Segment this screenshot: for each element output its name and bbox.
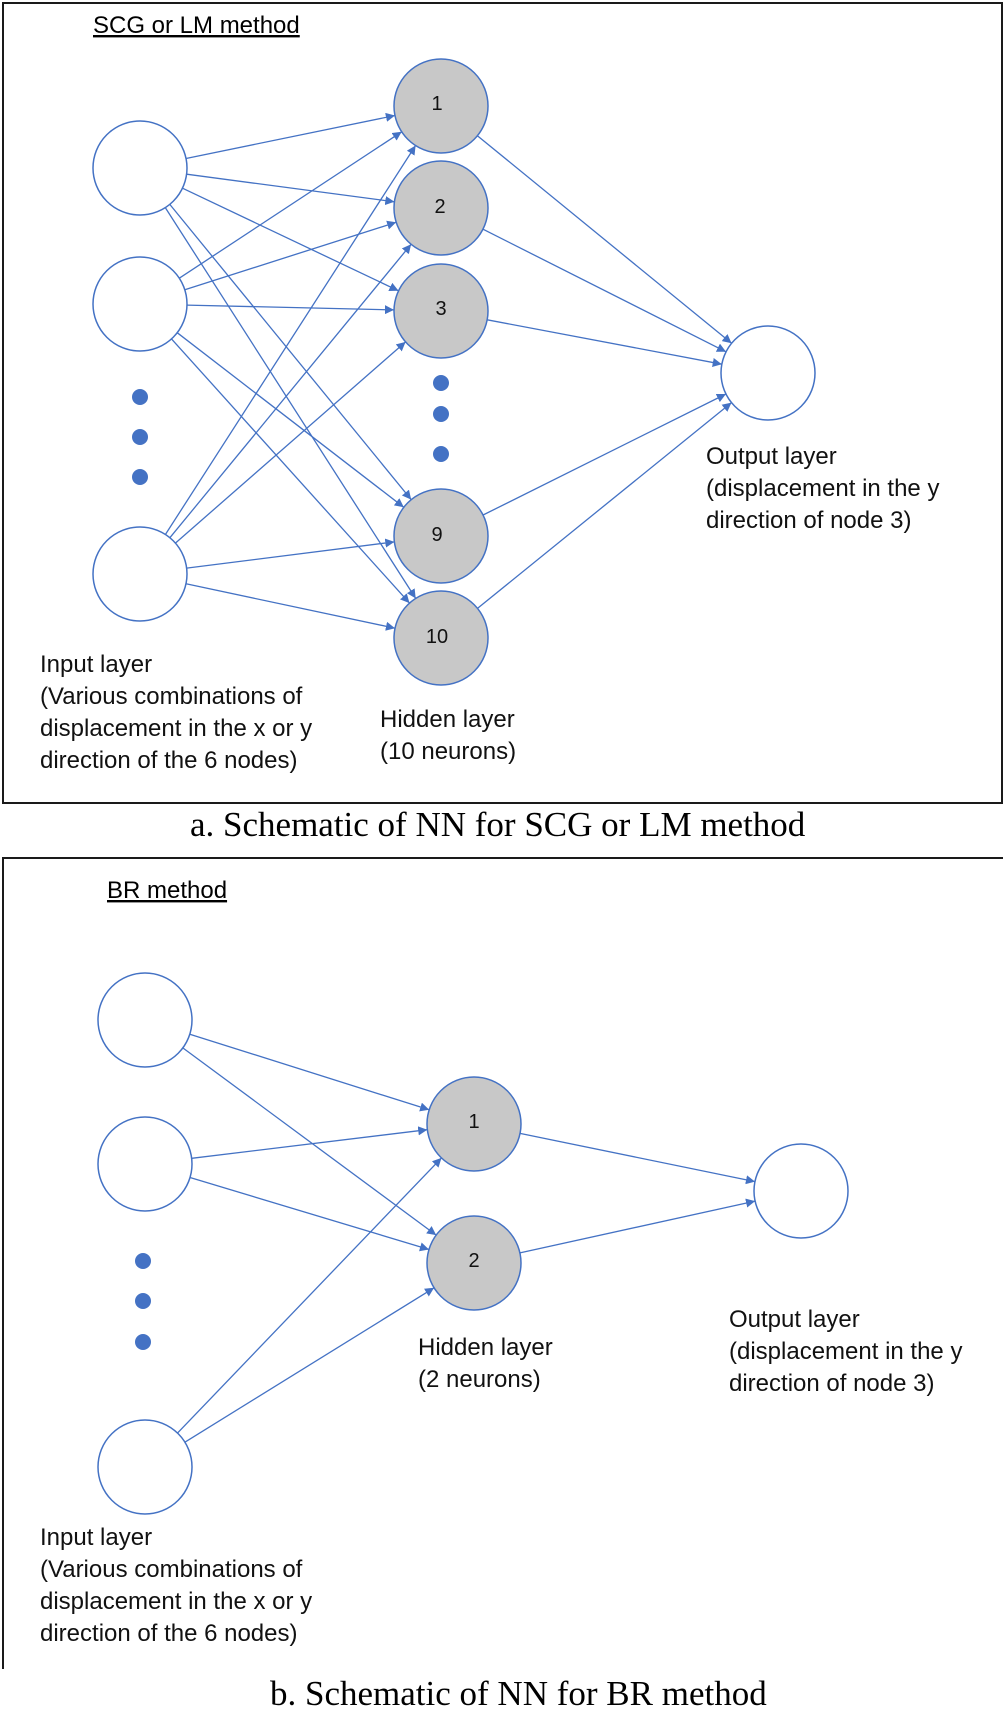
hidden-node-1 — [393, 58, 489, 154]
connection-edge — [476, 135, 733, 344]
input-layer-label: Input layer (Various combinations of dis… — [40, 1524, 319, 1647]
hidden-node-label: 2 — [468, 1250, 479, 1272]
ellipsis-dot — [433, 375, 449, 391]
connection-edge — [519, 1132, 756, 1185]
input-node — [97, 1116, 193, 1212]
hidden-node-label: 3 — [435, 298, 446, 320]
connection-edge — [184, 1287, 435, 1443]
panel-b-frame — [2, 857, 1003, 1669]
connection-edge — [189, 1033, 430, 1112]
ellipsis-dot — [132, 429, 148, 445]
connection-edge — [477, 402, 732, 609]
connection-edge — [191, 1126, 428, 1159]
input-layer-label: Input layer (Various combinations of dis… — [40, 651, 319, 774]
ellipsis-dot — [132, 389, 148, 405]
ellipsis-dot — [135, 1334, 151, 1350]
output-layer-label: Output layer (displacement in the y dire… — [729, 1306, 969, 1397]
connection-edge — [182, 187, 399, 292]
hidden-node-label: 9 — [431, 524, 442, 546]
connection-edge — [185, 583, 396, 631]
connection-edge — [186, 538, 395, 569]
hidden-node-label: 1 — [431, 93, 442, 115]
connection-edge — [176, 332, 405, 508]
connection-edge — [186, 304, 395, 315]
panel-a-caption: a. Schematic of NN for SCG or LM method — [190, 805, 806, 844]
input-node — [92, 120, 188, 216]
connection-edge — [184, 220, 397, 291]
ellipsis-dot — [433, 406, 449, 422]
connection-edge — [186, 173, 395, 206]
panel-a-frame — [2, 2, 1003, 804]
hidden-node-label: 10 — [426, 626, 448, 648]
ellipsis-dot — [135, 1293, 151, 1309]
output-node — [753, 1143, 849, 1239]
connection-edge — [169, 203, 412, 501]
hidden-layer-label: Hidden layer (2 neurons) — [418, 1334, 559, 1393]
panel-b-edges — [177, 1033, 756, 1443]
hidden-layer-label: Hidden layer (10 neurons) — [380, 706, 521, 765]
input-node — [97, 1419, 193, 1515]
connection-edge — [164, 207, 417, 599]
connection-edge — [185, 112, 396, 160]
connection-edge — [482, 228, 727, 353]
panel-b-caption: b. Schematic of NN for BR method — [270, 1674, 767, 1713]
hidden-node-2 — [426, 1215, 522, 1311]
ellipsis-dot — [433, 446, 449, 462]
hidden-node-label: 2 — [434, 196, 445, 218]
connection-edge — [171, 338, 410, 604]
connection-edge — [189, 1176, 430, 1252]
hidden-node-1 — [426, 1076, 522, 1172]
input-node — [92, 526, 188, 622]
input-node — [92, 256, 188, 352]
ellipsis-dot — [132, 469, 148, 485]
connection-edge — [487, 319, 722, 367]
connection-edge — [164, 145, 417, 535]
hidden-node-label: 1 — [468, 1111, 479, 1133]
panel-a-title: SCG or LM method — [93, 12, 300, 39]
connection-edge — [178, 131, 403, 279]
input-node — [97, 972, 193, 1068]
output-layer-label: Output layer (displacement in the y dire… — [706, 443, 946, 534]
connection-edge — [169, 243, 412, 539]
hidden-node-10 — [393, 590, 489, 686]
connection-edge — [174, 341, 407, 544]
hidden-node-2 — [393, 160, 489, 256]
panel-a-diagram: SCG or LM method 1 2 3 9 10 Input layer … — [40, 12, 946, 774]
hidden-node-3 — [393, 263, 489, 359]
panel-a-edges — [164, 112, 733, 631]
connection-edge — [182, 1047, 437, 1236]
connection-edge — [177, 1157, 442, 1434]
panel-b-title: BR method — [107, 877, 227, 904]
connection-edge — [519, 1198, 756, 1254]
ellipsis-dot — [135, 1253, 151, 1269]
connection-edge — [482, 393, 727, 516]
hidden-node-9 — [393, 488, 489, 584]
output-node — [720, 325, 816, 421]
